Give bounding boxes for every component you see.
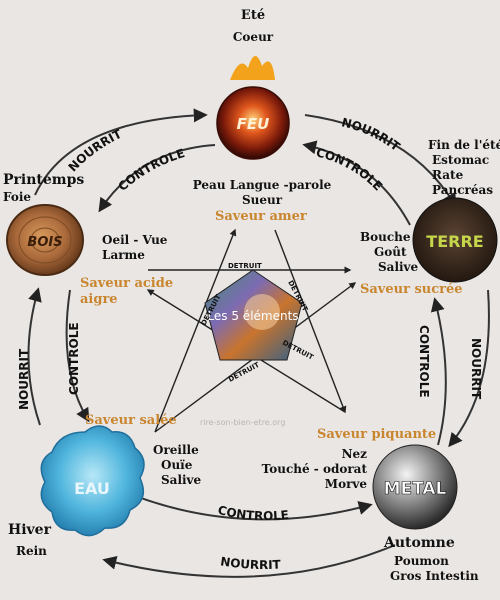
metal-sense-1: Touché - odorat (261, 462, 367, 476)
nourrit-label-fire-earth: NOURRIT (340, 115, 403, 154)
arrow-water-to-wood-outer (27, 287, 42, 426)
arrow-earth-to-fire-inner (302, 140, 411, 226)
water-sense-0: Oreille (153, 443, 199, 457)
detruit-label-top: DETRUIT (228, 262, 262, 270)
star-line-fire-metal (274, 229, 347, 414)
element-wood: BOIS (6, 204, 84, 276)
earth-sense-1: Goût (374, 245, 407, 259)
nourrit-cycle (27, 108, 490, 578)
metal-organ-0: Poumon (394, 554, 449, 568)
center-pentagon: Les 5 éléments (204, 269, 303, 361)
water-organ: Rein (16, 544, 47, 558)
metal-sense-2: Morve (324, 477, 367, 491)
metal-label: METAL (384, 479, 447, 499)
element-water: EAU (40, 425, 145, 537)
element-earth: TERRE (412, 197, 498, 283)
earth-organ-1: Rate (432, 168, 464, 182)
wood-sense-1: Larme (102, 248, 145, 262)
fire-sense-1: Sueur (241, 193, 283, 207)
nourrit-label-wood-fire: NOURRIT (66, 126, 125, 174)
controle-label-wood-water: CONTROLE (67, 322, 81, 395)
element-fire: FEU (216, 55, 290, 160)
wood-taste-0: Saveur acide (80, 276, 174, 291)
wood-senses: Oeil - Vue Larme (102, 233, 167, 263)
fire-taste: Saveur amer (215, 209, 307, 224)
wood-label: BOIS (27, 235, 62, 250)
nourrit-label-metal-water: NOURRIT (219, 554, 281, 572)
wood-taste: Saveur acide aigre (80, 276, 173, 308)
arrow-earth-to-metal-outer (448, 289, 490, 448)
arrow-water-to-metal-inner (119, 489, 373, 521)
earth-senses: Bouche Goût Salive (360, 230, 418, 275)
metal-senses: Nez Touché - odorat Morve (257, 447, 367, 492)
flame-icon (230, 55, 275, 80)
water-sense-2: Salive (161, 473, 202, 487)
nourrit-label-water-wood: NOURRIT (17, 348, 31, 410)
arrow-metal-to-earth-inner (430, 297, 447, 446)
wood-log-icon (6, 204, 84, 276)
metal-ball-icon (372, 444, 458, 530)
fire-season: Eté (240, 8, 266, 23)
arrow-wood-to-water-inner (65, 289, 90, 423)
metal-organ-1: Gros Intestin (390, 569, 479, 583)
arrow-wood-to-fire-outer (34, 108, 208, 196)
metal-organs: Poumon Gros Intestin (390, 554, 479, 584)
earth-season: Fin de l'été (428, 138, 500, 152)
earth-label: TERRE (426, 232, 483, 251)
detruit-label-bottom-left: DETRUIT (227, 361, 261, 384)
earth-taste: Saveur sucrée (360, 282, 463, 297)
arrow-fire-to-wood-inner (98, 144, 216, 213)
water-senses: Oreille Ouïe Salive (153, 443, 201, 488)
earth-info: Fin de l'été Estomac Rate Pancréas (428, 138, 500, 198)
controle-cycle (65, 140, 447, 521)
center-label: Les 5 éléments (207, 309, 298, 323)
water-season: Hiver (8, 522, 51, 538)
controle-label-water-metal: CONTROLE (216, 503, 289, 523)
wood-sense-0: Oeil - Vue (102, 233, 168, 247)
earth-organ-0: Estomac (432, 153, 490, 167)
metal-taste: Saveur piquante (317, 427, 437, 442)
soil-disc-icon (412, 197, 498, 283)
fire-orb-icon (216, 86, 290, 160)
controle-label-metal-earth: CONTROLE (417, 325, 431, 398)
fire-senses: Peau Langue -parole Sueur (187, 178, 337, 208)
earth-organ-2: Pancréas (432, 183, 493, 197)
arrow-fire-to-earth-outer (304, 114, 457, 208)
water-taste: Saveur salée (85, 413, 177, 428)
water-sense-1: Ouïe (161, 458, 193, 472)
element-metal: METAL (372, 444, 458, 530)
controle-label-fire-wood: CONTROLE (115, 146, 186, 194)
fire-sense-0: Peau Langue -parole (192, 178, 332, 192)
nourrit-label-earth-metal: NOURRIT (469, 338, 483, 400)
water-splash-icon (40, 425, 145, 537)
metal-season: Automne (384, 535, 455, 551)
metal-sense-0: Nez (341, 447, 367, 461)
star-line-fire-water (154, 228, 237, 433)
watermark: rire-son-bien-etre.org (200, 418, 286, 427)
fire-organ: Coeur (232, 30, 274, 44)
wood-taste-1: aigre (80, 292, 118, 307)
wood-organ: Foie (3, 190, 32, 204)
wood-season: Printemps (3, 172, 85, 188)
earth-sense-2: Salive (378, 260, 419, 274)
earth-sense-0: Bouche (360, 230, 411, 244)
water-label: EAU (74, 479, 110, 498)
fire-label: FEU (237, 115, 270, 133)
arrow-metal-to-water-outer (102, 544, 396, 578)
